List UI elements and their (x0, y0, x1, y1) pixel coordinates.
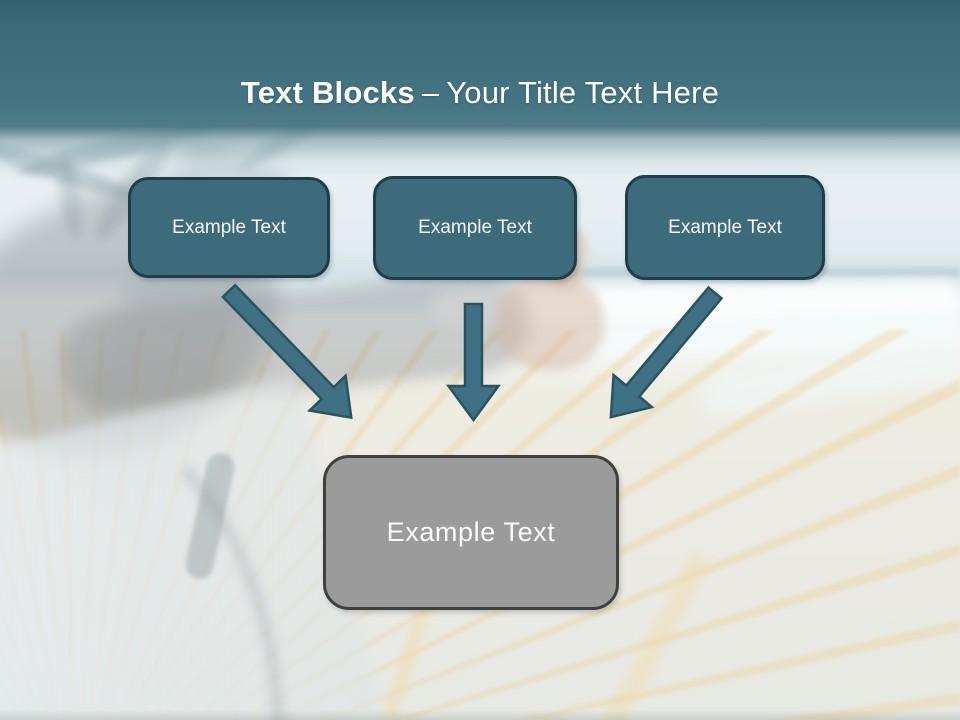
text-block-1-label: Example Text (172, 216, 286, 238)
text-block-3-label: Example Text (668, 216, 782, 238)
slide-title[interactable]: Text Blocks–Your Title Text Here (0, 75, 960, 111)
title-subtitle: Your Title Text Here (446, 74, 720, 110)
bottom-vignette (0, 710, 960, 720)
text-block-3[interactable]: Example Text (625, 175, 825, 280)
thumbs-up-fist (496, 276, 604, 370)
text-block-target-label: Example Text (386, 517, 556, 547)
text-block-2[interactable]: Example Text (373, 176, 577, 280)
title-highlight: Text Blocks (240, 74, 415, 110)
text-block-2-label: Example Text (418, 217, 532, 238)
header-band (0, 0, 960, 180)
text-block-1[interactable]: Example Text (128, 177, 330, 278)
text-block-target[interactable]: Example Text (323, 455, 619, 610)
title-separator: – (421, 74, 440, 110)
